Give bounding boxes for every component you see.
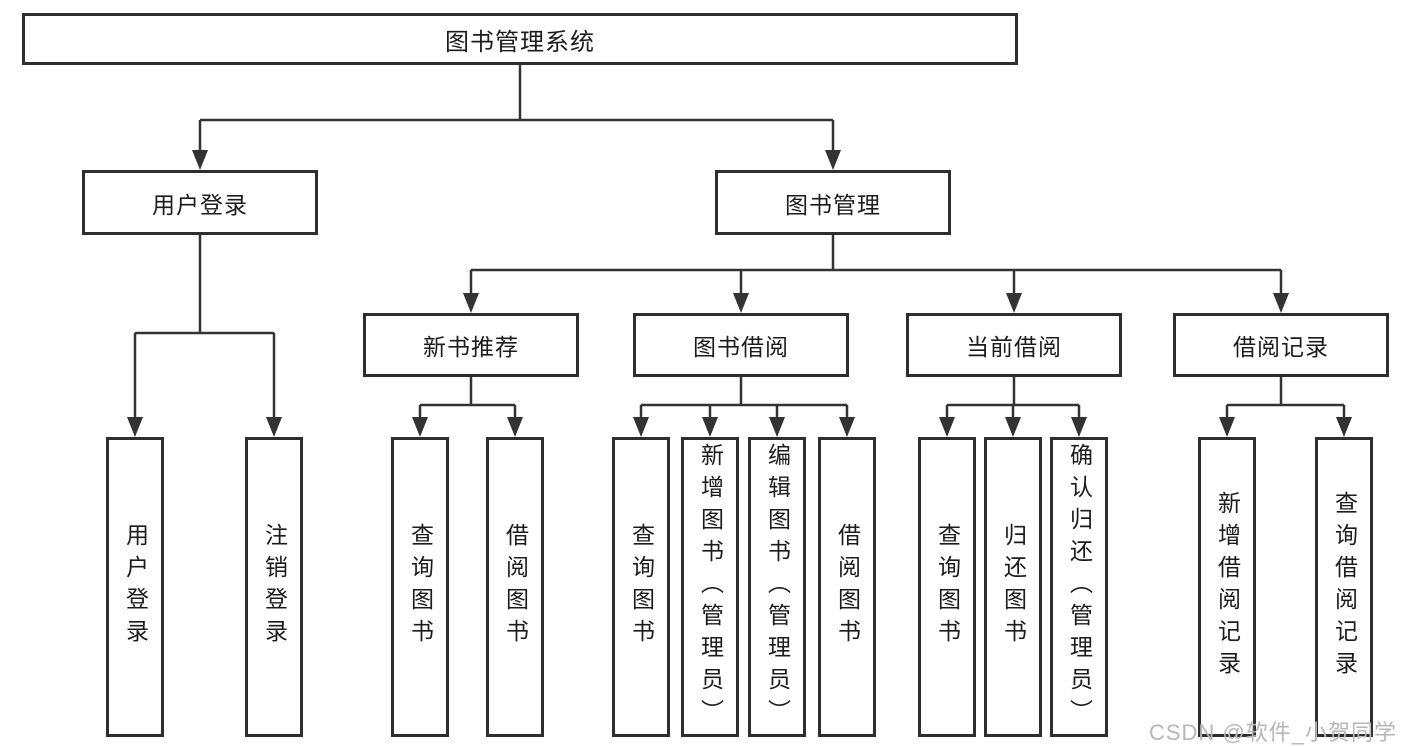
leaf-label: 查询图书 — [407, 523, 434, 651]
leaf-logout: 注销登录 — [245, 437, 303, 737]
leaf-return-books: 归还图书 — [984, 437, 1042, 737]
leaf-label: 借阅图书 — [502, 523, 529, 651]
node-system-root: 图书管理系统 — [22, 13, 1018, 65]
leaf-label: 借阅图书 — [834, 523, 861, 651]
leaf-label: 新增图书（管理员） — [697, 443, 724, 731]
leaf-label: 查询图书 — [934, 523, 961, 651]
leaf-borrow-books: 借阅图书 — [818, 437, 876, 737]
node-book-borrow: 图书借阅 — [633, 313, 849, 377]
leaf-label: 确认归还（管理员） — [1066, 443, 1093, 731]
arrowhead-icons — [127, 150, 1352, 437]
node-new-book-recommend: 新书推荐 — [363, 313, 579, 377]
leaf-label: 注销登录 — [261, 523, 288, 651]
leaf-query-books-current: 查询图书 — [918, 437, 976, 737]
leaf-query-books-recommend: 查询图书 — [391, 437, 449, 737]
leaf-confirm-return-admin: 确认归还（管理员） — [1050, 437, 1108, 737]
leaf-borrow-books-recommend: 借阅图书 — [486, 437, 544, 737]
node-borrow-records: 借阅记录 — [1173, 313, 1389, 377]
leaf-label: 新增借阅记录 — [1214, 491, 1241, 683]
leaf-label: 归还图书 — [1000, 523, 1027, 651]
leaf-label: 查询借阅记录 — [1331, 491, 1358, 683]
csdn-watermark: CSDN @软件_小贺同学 — [1148, 720, 1397, 745]
leaf-query-books-borrow: 查询图书 — [612, 437, 670, 737]
leaf-label: 编辑图书（管理员） — [764, 443, 791, 731]
leaf-label: 用户登录 — [122, 523, 149, 651]
node-book-management: 图书管理 — [715, 170, 951, 235]
leaf-edit-book-admin: 编辑图书（管理员） — [748, 437, 806, 737]
leaf-add-borrow-record: 新增借阅记录 — [1198, 437, 1256, 737]
leaf-user-login: 用户登录 — [106, 437, 164, 737]
node-current-borrow: 当前借阅 — [906, 313, 1122, 377]
leaf-query-borrow-record: 查询借阅记录 — [1315, 437, 1373, 737]
leaf-add-book-admin: 新增图书（管理员） — [681, 437, 739, 737]
leaf-label: 查询图书 — [628, 523, 655, 651]
node-user-login: 用户登录 — [82, 170, 318, 235]
